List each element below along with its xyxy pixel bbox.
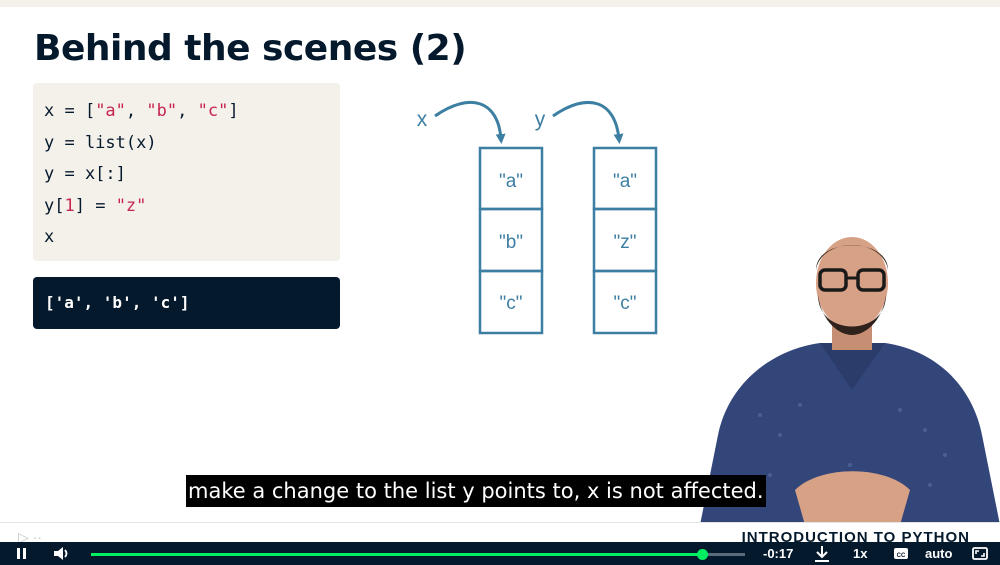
output-text: ['a', 'b', 'c']: [45, 293, 190, 312]
code-line-1: x = ["a", "b", "c"]: [44, 96, 340, 128]
y-cell-2-value: "c": [614, 293, 637, 314]
captions-button[interactable]: CC: [892, 542, 910, 565]
x-list-cells: "a" "b" "c": [478, 146, 544, 335]
code-line-2: y = list(x): [44, 132, 157, 153]
video-caption: make a change to the list y points to, x…: [186, 475, 766, 507]
output-block: ['a', 'b', 'c']: [33, 277, 340, 329]
x-cell-0-value: "a": [499, 171, 523, 192]
volume-icon: [54, 547, 68, 560]
y-variable-label: y: [535, 108, 546, 131]
code-token: ,: [177, 101, 198, 121]
captions-icon: CC: [894, 548, 908, 559]
code-number: 1: [64, 195, 75, 216]
code-string: "a": [95, 101, 126, 121]
y-cell-1-value: "z": [614, 232, 637, 253]
code-line-3: y = x[:]: [44, 164, 126, 184]
code-block: x = ["a", "b", "c"] y = list(x) y = x[:]…: [33, 83, 340, 261]
course-strip: ▷ ·· INTRODUCTION TO PYTHON: [0, 522, 1000, 542]
code-line-4: y[1] = "z": [44, 191, 340, 223]
x-variable-label: x: [417, 108, 428, 131]
code-string: "z": [115, 195, 147, 216]
code-token: x = [: [44, 101, 96, 121]
y-cell-0-value: "a": [613, 171, 637, 192]
x-cell-2-value: "c": [500, 293, 523, 314]
code-token: ] =: [74, 195, 116, 216]
quality-button[interactable]: auto: [925, 546, 953, 561]
pause-button[interactable]: [12, 542, 32, 565]
y-list-cells: "a" "z" "c": [592, 146, 658, 335]
course-logo-icon: ▷ ··: [18, 529, 42, 542]
time-remaining: -0:17: [763, 546, 794, 561]
volume-button[interactable]: [52, 542, 72, 565]
top-bar: [0, 0, 1000, 7]
y-cell-2: [592, 269, 658, 335]
code-token: ]: [228, 101, 239, 121]
svg-text:CC: CC: [897, 553, 906, 559]
x-cell-2: [478, 269, 544, 335]
y-pointer-arrow: [552, 100, 624, 144]
code-line-5: x: [44, 227, 55, 247]
fullscreen-button[interactable]: [970, 542, 990, 565]
code-string: "c": [197, 101, 229, 121]
playback-speed-button[interactable]: 1x: [853, 546, 868, 561]
course-title: INTRODUCTION TO PYTHON: [741, 529, 970, 542]
progress-bar[interactable]: [91, 549, 745, 560]
list-reference-diagram: x y "a" "b" "c" "a" "z" "c": [417, 100, 658, 335]
x-pointer-arrow: [434, 100, 506, 144]
progress-fill: [91, 553, 703, 556]
fullscreen-icon: [972, 547, 988, 560]
code-string: "b": [146, 101, 178, 121]
video-player-controls: -0:17 1x CC auto: [0, 542, 1000, 565]
presenter-video: [700, 237, 1000, 525]
code-token: ,: [125, 101, 147, 121]
download-icon: [815, 546, 829, 562]
slide-title: Behind the scenes (2): [34, 28, 467, 69]
download-button[interactable]: [812, 542, 832, 565]
pause-icon: [17, 548, 26, 559]
x-cell-1-value: "b": [499, 232, 523, 253]
code-token: y[: [44, 195, 65, 216]
progress-knob[interactable]: [697, 549, 709, 560]
